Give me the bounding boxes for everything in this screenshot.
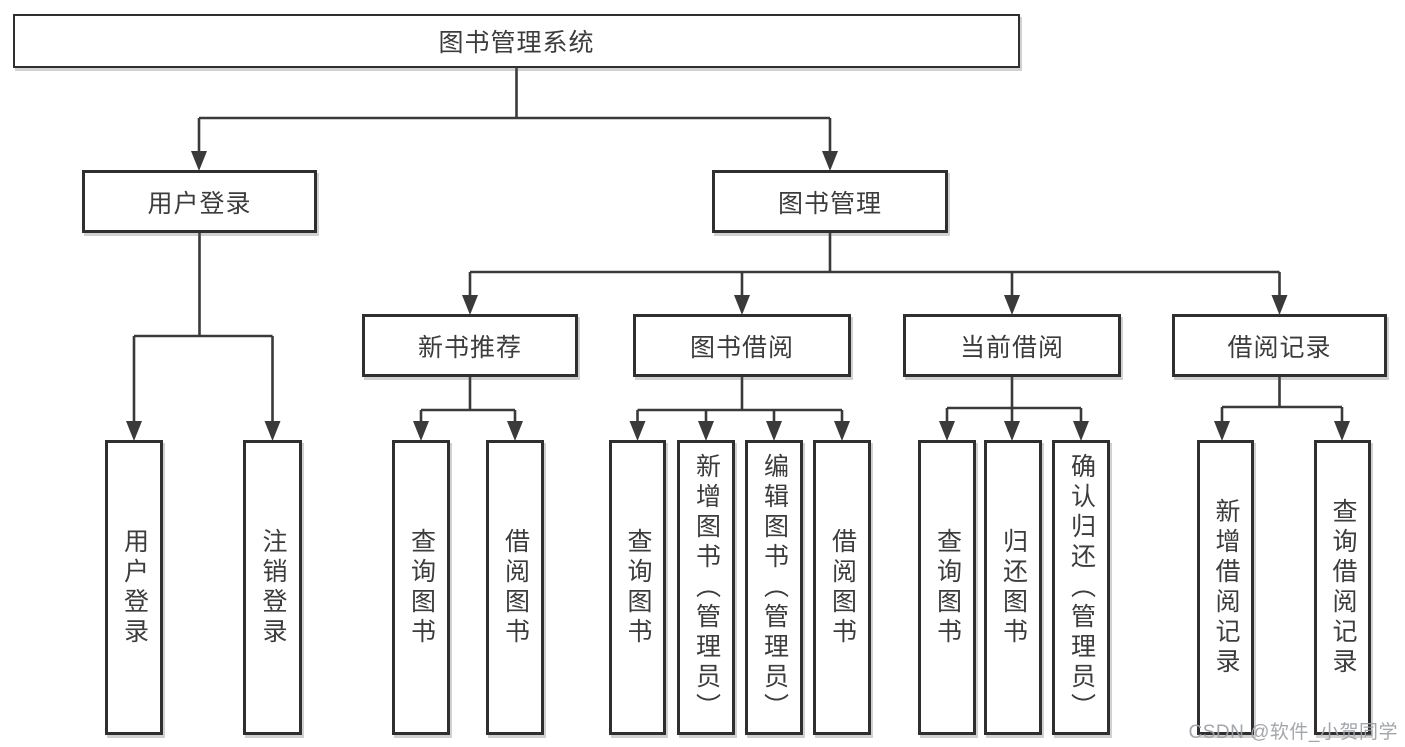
- leaf-confirm-return-admin: 确认归还（管理员）: [1052, 440, 1110, 735]
- node-user-login: 用户登录: [82, 170, 317, 233]
- leaf-edit-book-admin: 编辑图书（管理员）: [745, 440, 803, 735]
- arrowhead: [734, 295, 750, 315]
- leaf-user-login: 用户登录: [105, 440, 163, 735]
- arrowhead: [264, 421, 281, 441]
- arrowhead: [1004, 295, 1020, 315]
- arrowhead: [507, 421, 523, 441]
- leaf-add-book-admin: 新增图书（管理员）: [677, 440, 735, 735]
- node-root: 图书管理系统: [13, 14, 1020, 68]
- node-book-borrow: 图书借阅: [633, 314, 851, 377]
- node-current-borrow: 当前借阅: [903, 314, 1121, 377]
- leaf-logout: 注销登录: [243, 440, 302, 735]
- leaf-borrow-books-recommend: 借阅图书: [486, 440, 544, 735]
- leaf-query-books-current: 查询图书: [918, 440, 976, 735]
- arrowhead: [1271, 295, 1288, 315]
- arrowhead: [834, 421, 850, 441]
- arrowhead: [629, 421, 646, 441]
- leaf-query-books-recommend: 查询图书: [392, 440, 450, 735]
- arrowhead: [766, 421, 782, 441]
- leaf-return-book: 归还图书: [984, 440, 1042, 735]
- arrowhead: [939, 421, 955, 441]
- leaf-borrow-books: 借阅图书: [813, 440, 871, 735]
- arrowhead: [822, 151, 838, 171]
- node-book-management: 图书管理: [712, 170, 948, 233]
- arrowhead: [191, 151, 207, 171]
- leaf-query-books-borrow: 查询图书: [609, 440, 666, 735]
- arrowhead: [413, 421, 429, 441]
- arrowhead: [126, 421, 142, 441]
- arrowhead: [1004, 421, 1020, 441]
- arrowhead: [1214, 421, 1230, 441]
- watermark: CSDN @软件_小贺同学: [1188, 722, 1398, 743]
- arrowhead: [462, 295, 478, 315]
- leaf-query-borrow-record: 查询借阅记录: [1314, 440, 1371, 735]
- node-borrow-records: 借阅记录: [1172, 314, 1387, 377]
- arrowhead: [1073, 421, 1089, 441]
- leaf-add-borrow-record: 新增借阅记录: [1197, 440, 1254, 735]
- node-new-book-recommend: 新书推荐: [362, 314, 578, 377]
- arrowhead: [1334, 421, 1350, 441]
- arrowhead: [698, 421, 714, 441]
